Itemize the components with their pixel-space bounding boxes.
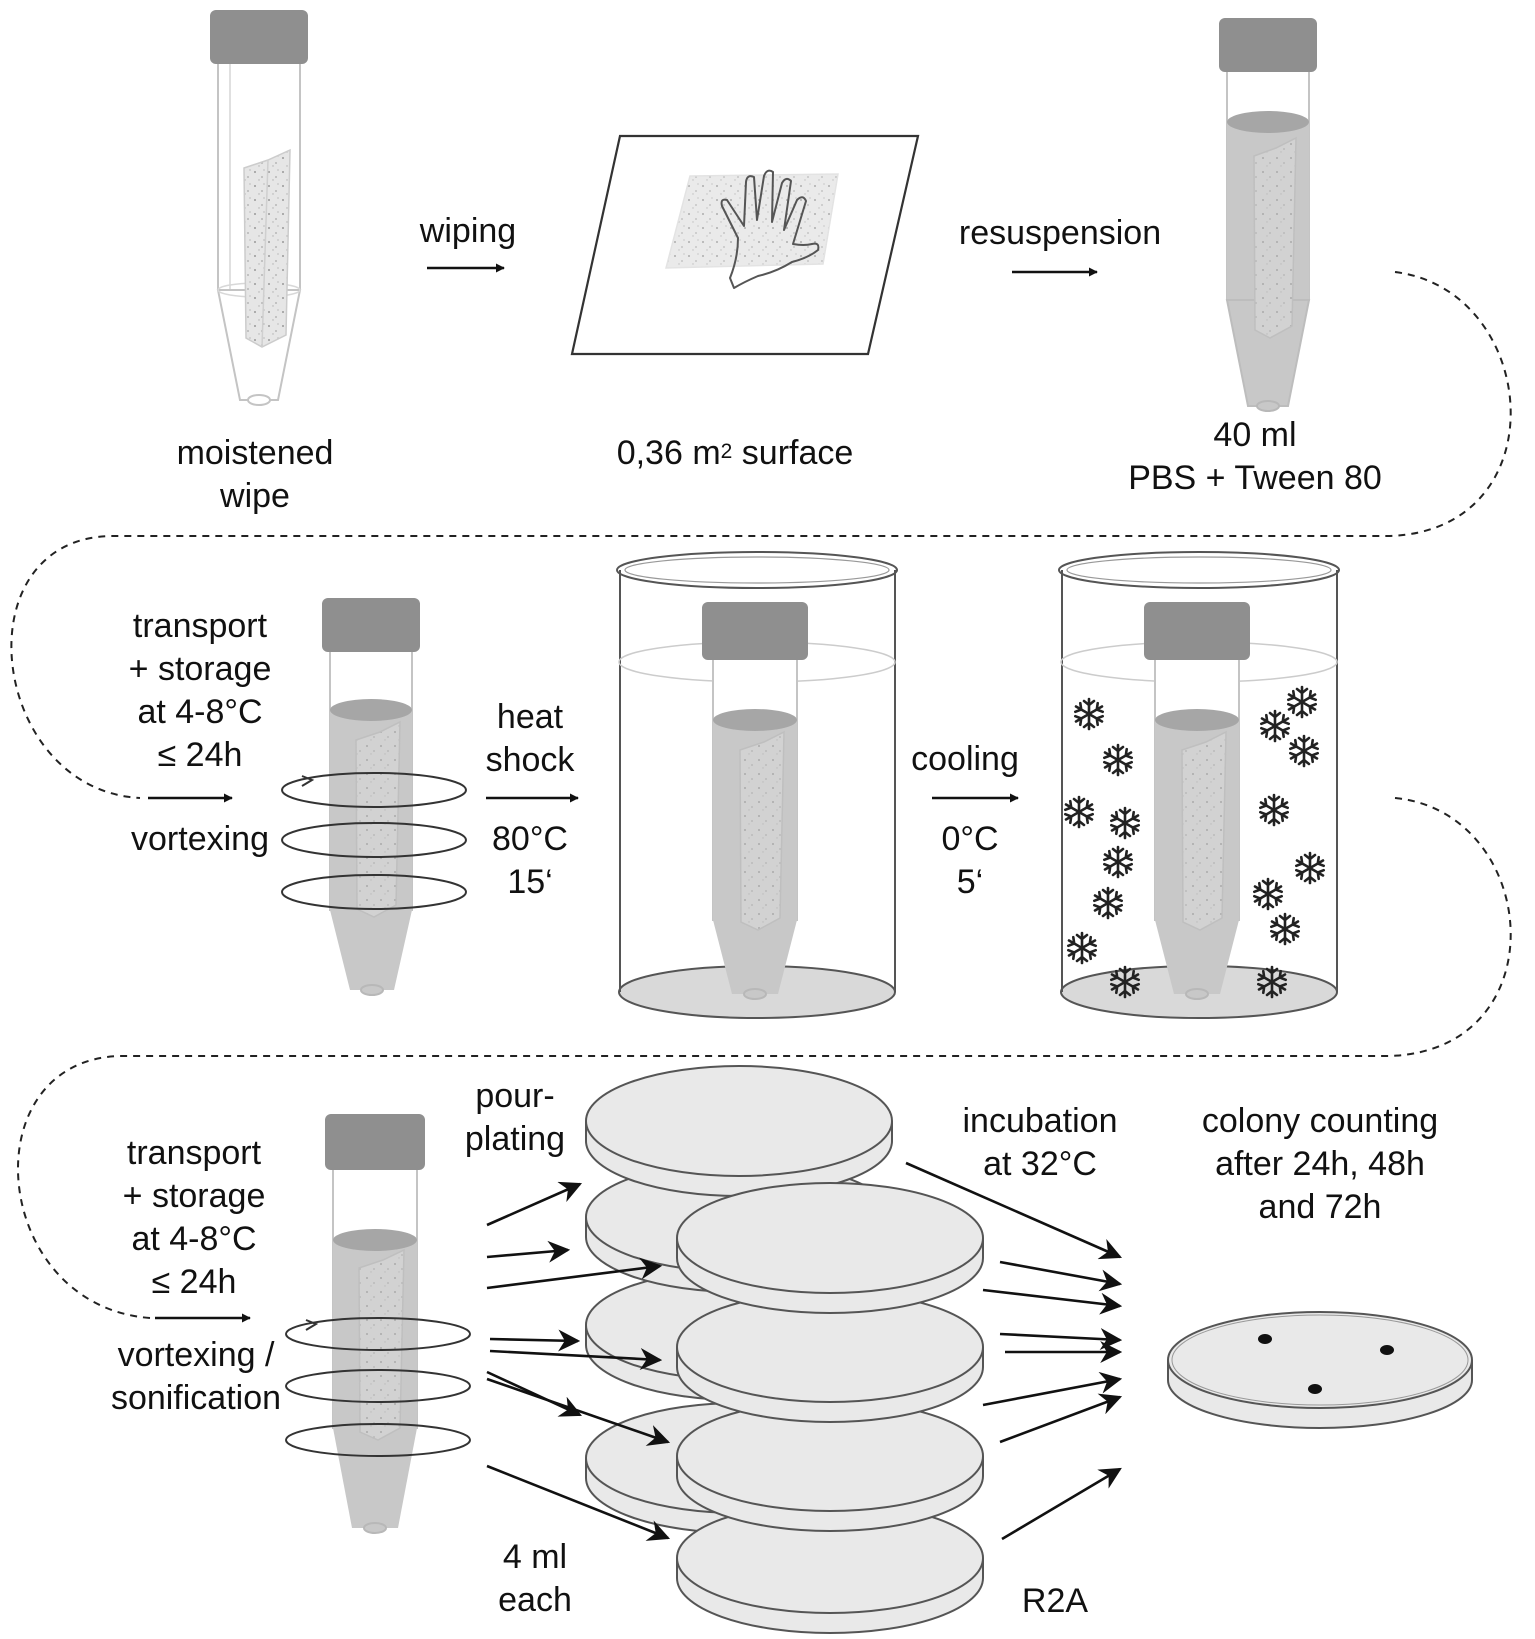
petri-dish-icon <box>676 1182 984 1634</box>
vortex-ring-icon <box>281 772 467 910</box>
colony-dots <box>1258 1334 1394 1394</box>
vortex-sonification-label: vortexing / sonification <box>96 1334 296 1420</box>
surface-label: 0,36 m2 surface <box>585 432 885 475</box>
transport-label-line: ≤ 24h <box>157 736 243 774</box>
water-bath-icon <box>1058 551 1340 1019</box>
transport-label-line: ≤ 24h <box>151 1263 237 1301</box>
heat-params-line: 80°C <box>492 820 568 858</box>
transport-label-line: + storage <box>128 650 272 688</box>
petri-dish-icon <box>1167 1311 1473 1429</box>
cooling-label: cooling <box>911 740 1019 778</box>
wipe-label: moistened wipe <box>155 432 355 518</box>
wiping-label: wiping <box>419 212 517 250</box>
colony-counting-line: and 72h <box>1258 1188 1382 1226</box>
medium-label: R2A <box>1021 1582 1089 1620</box>
volume-each-line: 4 ml <box>502 1538 568 1576</box>
vortex-ring-icon <box>285 1317 471 1457</box>
colony-counting-label: colony counting after 24h, 48h and 72h <box>1180 1100 1460 1229</box>
pour-plating-label: pour- plating <box>455 1075 575 1161</box>
transport-label-line: at 4-8°C <box>131 1220 257 1258</box>
tube-icon <box>210 10 308 406</box>
vortex-sonification-line: sonification <box>110 1379 282 1417</box>
incubation-label: incubation at 32°C <box>945 1100 1135 1186</box>
surface-suffix: surface <box>732 434 854 472</box>
cooling-params-label: 0°C 5‘ <box>915 818 1025 904</box>
heat-shock-label-line: heat <box>496 698 564 736</box>
resuspension-label: resuspension <box>958 214 1162 252</box>
hand-print-icon <box>570 134 920 356</box>
incubation-line: at 32°C <box>983 1145 1097 1183</box>
volume-label-line: 40 ml <box>1213 416 1297 454</box>
transport-label-line: at 4-8°C <box>137 693 263 731</box>
heat-shock-label: heat shock <box>475 696 585 782</box>
heat-params-line: 15‘ <box>507 863 553 901</box>
colony-counting-line: after 24h, 48h <box>1215 1145 1425 1183</box>
transport-label: transport + storage at 4-8°C ≤ 24h <box>100 605 300 777</box>
tube-icon <box>1219 18 1317 412</box>
transport-label-line: + storage <box>122 1177 266 1215</box>
tube-icon <box>322 598 420 996</box>
volume-each-label: 4 ml each <box>480 1536 590 1622</box>
heat-params-label: 80°C 15‘ <box>475 818 585 904</box>
pour-plating-line: pour- <box>475 1077 555 1115</box>
wipe-label-line: moistened <box>176 434 334 472</box>
cooling-params-line: 0°C <box>941 820 999 858</box>
dashed-connector <box>16 797 1512 1319</box>
tube-icon <box>325 1114 425 1534</box>
vortex-sonification-line: vortexing / <box>117 1336 275 1374</box>
arrow-icon <box>486 1181 671 1541</box>
incubation-line: incubation <box>962 1102 1118 1140</box>
surface-exponent: 2 <box>720 440 733 463</box>
heat-shock-label-line: shock <box>485 741 575 779</box>
transport-label-line: transport <box>126 1134 262 1172</box>
volume-label: 40 ml PBS + Tween 80 <box>1100 414 1410 500</box>
transport-label: transport + storage at 4-8°C ≤ 24h <box>94 1132 294 1304</box>
transport-label-line: transport <box>132 607 268 645</box>
arrow-icon <box>905 1161 1123 1541</box>
vortexing-label: vortexing <box>131 820 269 858</box>
water-bath-icon <box>616 551 898 1019</box>
cooling-params-line: 5‘ <box>956 863 984 901</box>
pour-plating-line: plating <box>464 1120 566 1158</box>
dashed-connector <box>10 271 1512 799</box>
wipe-label-line: wipe <box>220 477 290 515</box>
volume-each-line: each <box>498 1581 572 1619</box>
volume-label-line: PBS + Tween 80 <box>1128 459 1382 497</box>
colony-counting-line: colony counting <box>1201 1102 1439 1140</box>
surface-value: 0,36 m <box>616 434 721 472</box>
